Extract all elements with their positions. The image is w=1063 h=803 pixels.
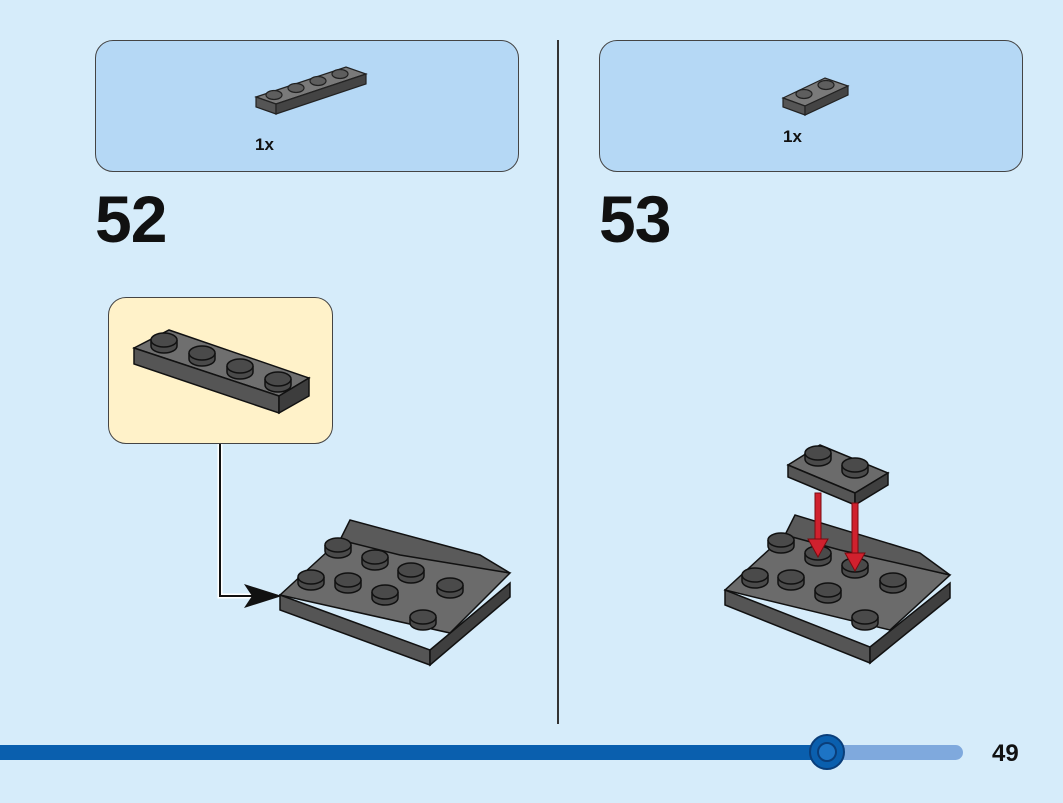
placement-arrow-icon — [807, 492, 866, 573]
parts-box-step-52: 1x — [95, 40, 519, 172]
model-assembly-step-53 — [723, 444, 952, 665]
step-number: 52 — [95, 182, 167, 256]
plate-1x2-dark-gray-icon — [781, 77, 850, 116]
step-divider — [557, 40, 559, 724]
parts-box-step-53: 1x — [599, 40, 1023, 172]
plate-1x4-dark-gray-icon — [254, 66, 368, 115]
parts-quantity: 1x — [783, 127, 802, 146]
model-assembly-step-52 — [278, 519, 512, 667]
page-number: 49 — [992, 740, 1019, 767]
progress-indicator-icon — [809, 734, 845, 770]
progress-bar-remaining — [820, 745, 963, 760]
subassembly-callout — [108, 297, 333, 444]
progress-bar-filled — [0, 745, 830, 760]
parts-quantity: 1x — [255, 135, 274, 154]
plate-1x4-callout-icon — [132, 329, 311, 415]
step-number: 53 — [599, 182, 671, 256]
